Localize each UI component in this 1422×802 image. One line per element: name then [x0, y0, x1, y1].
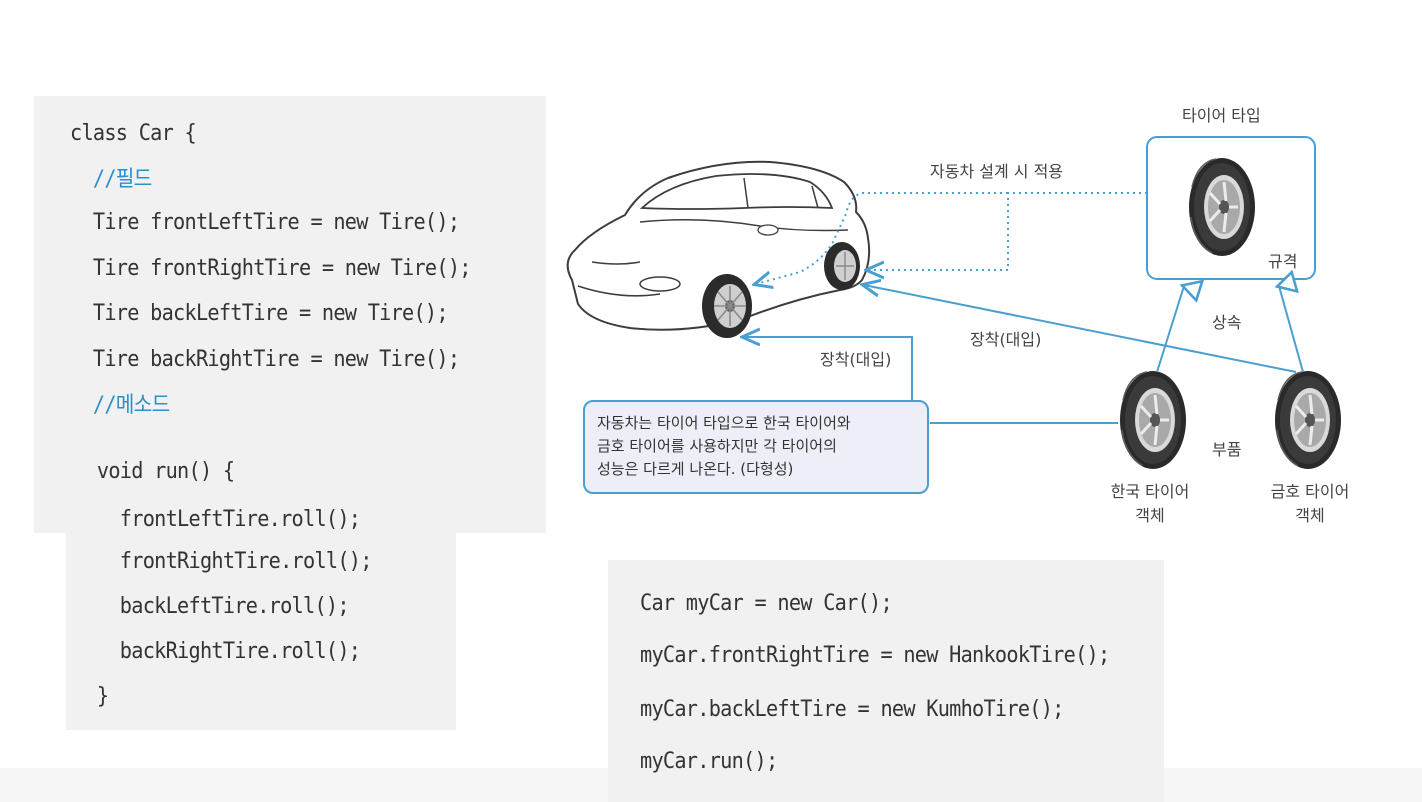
callout-line: 자동차는 타이어 타입으로 한국 타이어와	[597, 414, 851, 432]
design-apply-line-branch	[756, 192, 1008, 284]
code-line: myCar.backLeftTire = new KumhoTire();	[640, 697, 1064, 722]
code-line: class Car {	[70, 121, 197, 146]
design-apply-line	[868, 192, 1147, 270]
hankook-object-line2: 객체	[1135, 506, 1165, 525]
inherit-label: 상속	[1212, 313, 1242, 332]
code-line: frontLeftTire.roll();	[74, 507, 361, 532]
kumho-object-line1: 금호 타이어	[1270, 482, 1350, 501]
code-line: Tire backLeftTire = new Tire();	[70, 301, 449, 326]
code-line: backLeftTire.roll();	[74, 594, 350, 619]
hankook-object-label: 한국 타이어	[1111, 482, 1190, 502]
kumho-object-label-2: 객체	[1295, 506, 1324, 526]
polymorphism-diagram	[566, 136, 1343, 471]
tire-icon	[1187, 156, 1257, 258]
hankook-object-line1: 한국 타이어	[1110, 482, 1190, 501]
apply-label: 자동차 설계 시 적용	[930, 162, 1064, 181]
polymorphism-callout: 자동차는 타이어 타입으로 한국 타이어와 금호 타이어를 사용하지만 각 타이…	[583, 400, 929, 494]
code-line: myCar.run();	[640, 749, 778, 774]
spec-label: 규격	[1268, 252, 1298, 271]
code-line: Tire backRightTire = new Tire();	[70, 347, 460, 372]
tire-type-title: 타이어 타입	[1182, 106, 1261, 125]
usage-code-panel	[608, 560, 1164, 802]
mount-label-left: 장착(대입)	[820, 350, 892, 369]
mount-label-right: 장착(대입)	[970, 330, 1042, 349]
kumho-object-line2: 객체	[1295, 506, 1325, 525]
callout-line: 성능은 다르게 나온다. (다형성)	[597, 460, 794, 478]
mount-arrow-hankook	[744, 337, 913, 400]
inherit-arrow-kumho	[1279, 286, 1304, 373]
tire-icon	[1273, 369, 1343, 471]
code-line: backRightTire.roll();	[74, 639, 361, 664]
kumho-object-label: 금호 타이어	[1271, 482, 1350, 502]
callout-line: 금호 타이어를 사용하지만 각 타이어의	[597, 437, 837, 455]
code-line: myCar.frontRightTire = new HankookTire()…	[640, 643, 1110, 668]
code-line: frontRightTire.roll();	[74, 549, 373, 574]
code-line: }	[74, 684, 109, 709]
code-comment-methods: //메소드	[70, 393, 170, 418]
code-comment-fields: //필드	[70, 167, 152, 192]
mount-arrow-kumho	[864, 285, 1297, 373]
code-line: Car myCar = new Car();	[640, 591, 893, 616]
tire-icon	[1118, 369, 1188, 471]
code-line: Tire frontRightTire = new Tire();	[70, 256, 472, 281]
hankook-object-label-2: 객체	[1135, 506, 1164, 526]
car-class-code-panel-tail	[66, 532, 456, 730]
code-line: Tire frontLeftTire = new Tire();	[70, 210, 460, 235]
code-line: void run() {	[74, 459, 235, 484]
inherit-arrow-hankook	[1156, 286, 1184, 373]
car-icon	[566, 160, 871, 338]
parts-label: 부품	[1212, 440, 1242, 459]
car-class-code-panel	[34, 96, 546, 533]
